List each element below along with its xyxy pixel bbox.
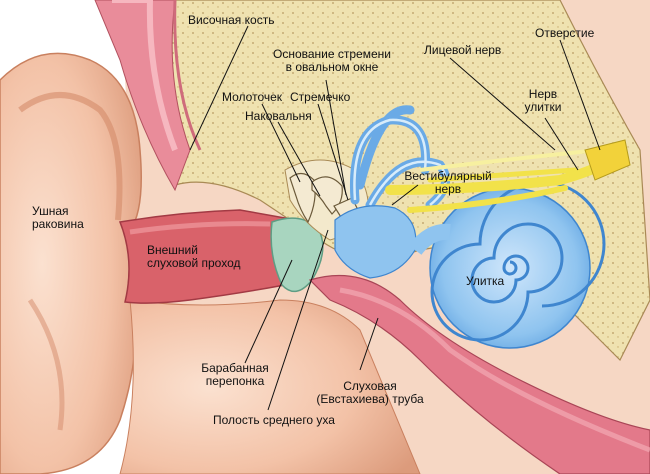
label-ear-canal-2: слуховой проход [147, 256, 241, 270]
eustachian-tube [308, 274, 650, 474]
label-opening: Отверстие [535, 26, 595, 40]
label-eardrum-2: перепонка [205, 374, 265, 388]
cochlea-shell [429, 187, 591, 349]
label-auricle-2: раковина [32, 217, 84, 231]
malleus-bone [289, 172, 316, 224]
auricle [0, 52, 142, 474]
facial-nerve [419, 148, 601, 172]
label-facial-nerve: Лицевой нерв [424, 43, 502, 57]
label-middle-ear: Полость среднего уха [213, 413, 335, 427]
label-auricle-1: Ушная [32, 204, 69, 218]
leader-lines [189, 25, 601, 411]
label-cochlear-nerve-2: улитки [524, 100, 562, 114]
label-cochlea: Улитка [466, 274, 505, 288]
label-stapes: Стремечко [290, 90, 351, 104]
label-vestibular-nerve-2: нерв [434, 182, 462, 196]
external-ear-canal [118, 209, 301, 304]
neck-skin [119, 299, 421, 474]
label-ear-canal-1: Внешний [147, 243, 198, 257]
label-incus: Наковальня [245, 109, 312, 123]
label-oval-window: в овальном окне [285, 60, 379, 74]
label-eardrum-1: Барабанная [201, 361, 269, 375]
label-vestibular-nerve-1: Вестибулярный [404, 169, 492, 183]
label-cochlear-nerve-1: Нерв [528, 87, 558, 101]
label-stapes-base: Основание стремени [273, 47, 391, 61]
label-eustachian-1: Слуховая [343, 379, 397, 393]
label-malleus: Молоточек [222, 90, 283, 104]
nerve-bundle-end [584, 139, 631, 181]
label-eustachian-2: (Евстахиева) труба [316, 392, 424, 406]
label-temporal-bone: Височная кость [188, 13, 275, 27]
